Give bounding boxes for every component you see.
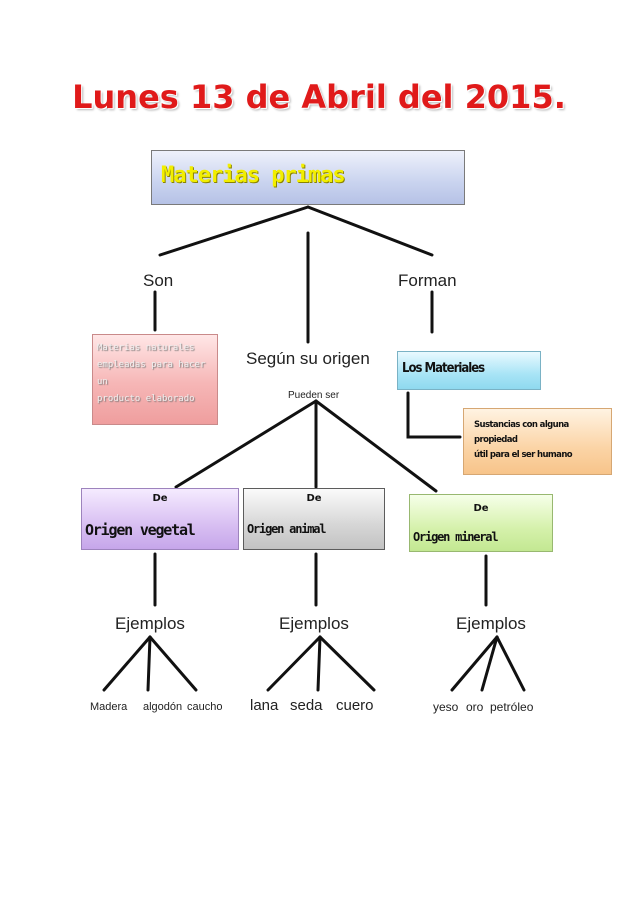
connector-main-forman <box>306 205 434 257</box>
example-seda: seda <box>290 697 323 714</box>
los-materiales-box: Los Materiales <box>397 351 541 390</box>
mineral-de: De <box>473 503 489 514</box>
connector-ani-ex3 <box>318 635 376 692</box>
natural-line-1: Materias naturales <box>97 343 195 353</box>
mineral-text: Origen mineral <box>413 530 499 544</box>
los-materiales-text: Los Materiales <box>402 361 485 376</box>
vegetal-de: De <box>152 493 168 504</box>
origen-vegetal-box: De Origen vegetal <box>81 488 239 550</box>
example-yeso: yeso <box>433 700 459 714</box>
example-oro: oro <box>466 700 484 714</box>
page-title: Lunes 13 de Abril del 2015. <box>72 78 566 116</box>
origen-mineral-box: De Origen mineral <box>409 494 553 552</box>
origen-animal-box: De Origen animal <box>243 488 385 550</box>
natural-line-3: producto elaborado <box>97 394 195 404</box>
label-segun-origen: Según su origen <box>246 349 370 368</box>
materias-primas-box: Materias primas <box>151 150 465 205</box>
connector-pueden-vegetal <box>174 399 318 489</box>
connector-veg-ex3 <box>148 635 198 692</box>
connector-materiales-sustancias <box>406 391 462 439</box>
connector-ani-ex1 <box>266 635 322 692</box>
sustancias-line-1: Sustancias con alguna propiedad <box>474 420 569 445</box>
label-pueden-ser: Pueden ser <box>288 390 340 401</box>
label-ejemplos-animal: Ejemplos <box>279 614 349 633</box>
natural-line-2: empleadas para hacer un <box>97 360 206 387</box>
example-petroleo: petróleo <box>490 700 534 714</box>
label-ejemplos-vegetal: Ejemplos <box>115 614 185 633</box>
connector-min-ex1 <box>450 635 499 692</box>
label-forman: Forman <box>398 271 457 290</box>
vegetal-text: Origen vegetal <box>85 521 196 539</box>
example-algodon: algodón <box>143 701 183 713</box>
example-lana: lana <box>250 697 279 714</box>
connector-min-ex3 <box>495 635 526 692</box>
label-son: Son <box>143 271 174 290</box>
connector-pueden-mineral <box>314 399 438 493</box>
sustancias-line-2: útil para el ser humano <box>474 450 573 460</box>
label-ejemplos-mineral: Ejemplos <box>456 614 526 633</box>
connector-main-son <box>158 205 310 257</box>
connector-min-ex2 <box>480 635 499 692</box>
connector-veg-ex2 <box>146 635 152 692</box>
connector-veg-ex1 <box>102 635 152 692</box>
materias-primas-text: Materias primas <box>161 163 346 188</box>
materias-naturales-box: Materias naturales empleadas para hacer … <box>92 334 218 425</box>
animal-de: De <box>306 493 322 504</box>
example-caucho: caucho <box>187 701 223 713</box>
example-madera: Madera <box>90 701 128 713</box>
example-cuero: cuero <box>336 697 374 714</box>
sustancias-box: Sustancias con alguna propiedad útil par… <box>463 408 612 475</box>
animal-text: Origen animal <box>247 522 327 536</box>
connector-ani-ex2 <box>316 635 322 692</box>
